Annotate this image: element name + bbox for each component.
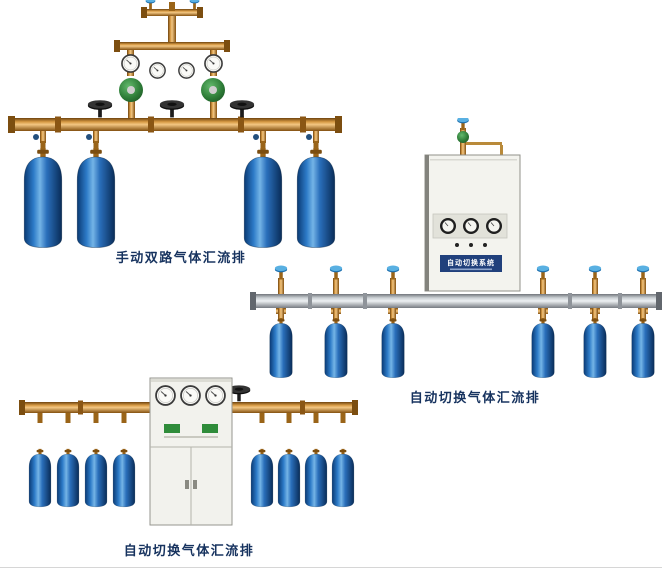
auto-switch-manifold-illustration: 自动切换系统 (250, 118, 662, 378)
control-cabinet: 自动切换系统 (424, 154, 521, 292)
gas-cylinder (28, 448, 52, 508)
gas-cylinder (277, 448, 301, 508)
gas-cylinder (250, 448, 274, 508)
gas-cylinder (583, 318, 607, 378)
cylinder-fittings (276, 308, 648, 320)
green-button (202, 424, 218, 433)
valve-handwheel-icon (229, 100, 255, 118)
indicator-light (483, 243, 487, 247)
valve-cap-icon (457, 118, 469, 131)
pressure-gauge-icon (149, 62, 166, 79)
gas-cylinder (269, 318, 293, 378)
gas-cylinder (56, 448, 80, 508)
page-bottom-divider (0, 567, 662, 568)
control-cabinet (149, 377, 233, 526)
pressure-gauge-icon (205, 385, 226, 406)
green-button (164, 424, 180, 433)
cabinet-gauges (440, 218, 502, 234)
valve-handwheel-icon (159, 100, 185, 118)
gas-cylinder (331, 448, 355, 508)
gas-cylinder (381, 318, 405, 378)
gas-cylinder (84, 448, 108, 508)
manual-dual-manifold-illustration (8, 0, 342, 248)
cylinder-connections (33, 131, 319, 150)
pressure-gauge-icon (180, 385, 201, 406)
valve-cap-icon (329, 265, 343, 280)
cylinder-valves (37, 413, 346, 423)
manifold-pipe (19, 400, 358, 415)
top-header-pipe (141, 0, 203, 46)
gas-cylinder (112, 448, 136, 508)
valve-handwheel-icon (87, 100, 113, 118)
door-handle (193, 480, 197, 489)
pressure-gauge-icon (204, 54, 223, 73)
product-caption-auto-switch-manifold-2: 自动切换气体汇流排 (123, 544, 255, 559)
valve-cap-icon (536, 265, 550, 280)
gas-cylinder (304, 448, 328, 508)
valve-cap-icon (636, 265, 650, 280)
gas-cylinder (76, 148, 116, 248)
pressure-gauge-icon (178, 62, 195, 79)
cabinet-label: 自动切换系统 (447, 258, 495, 267)
valve-cap-icon (145, 0, 156, 9)
indicator-light (455, 243, 459, 247)
auto-switch-manifold-8-illustration (19, 377, 358, 526)
valve-cap-icon (274, 265, 288, 280)
pressure-gauge-icon (155, 385, 176, 406)
product-caption-auto-switch-manifold: 自动切换气体汇流排 (409, 391, 541, 406)
manifold-pipe (250, 292, 662, 310)
door-handle (185, 480, 189, 489)
pressure-regulators (119, 54, 225, 102)
cabinet-label-plate (440, 255, 502, 272)
gas-cylinder (631, 318, 655, 378)
product-caption-manual-dual-manifold: 手动双路气体汇流排 (115, 251, 247, 266)
valve-cap-icon (386, 265, 400, 280)
valve-cap-icon (588, 265, 602, 280)
cylinder-risers (274, 265, 650, 295)
gas-cylinder (324, 318, 348, 378)
gas-cylinder (531, 318, 555, 378)
main-manifold-pipe (8, 116, 342, 133)
pressure-gauge-icon (121, 54, 140, 73)
cabinet-top-valve (457, 118, 503, 155)
indicator-light (469, 243, 473, 247)
gas-cylinder (23, 148, 63, 248)
